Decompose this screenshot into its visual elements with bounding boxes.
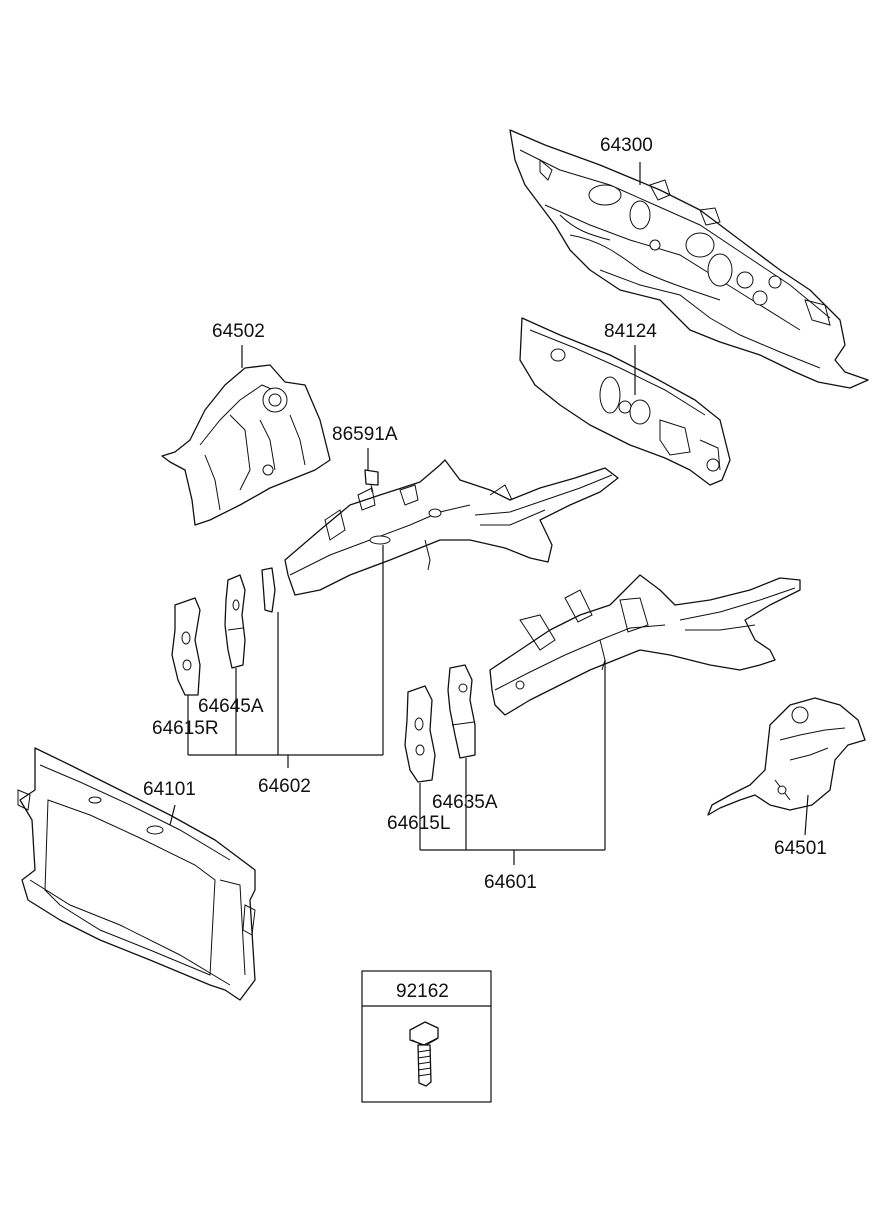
label-84124: 84124 [604,321,657,342]
leader-lines [169,162,809,865]
side-member-64601 [489,574,801,716]
fender-apron-64501 [707,697,866,816]
part-labels: 64300 84124 64502 86591A 64645A 64615R 6… [143,135,827,893]
bracket-64645A [224,574,246,669]
label-64300: 64300 [600,135,653,156]
label-64635A: 64635A [432,792,498,813]
label-64601: 64601 [484,872,537,893]
label-64101: 64101 [143,779,196,800]
side-member-64602 [284,459,619,596]
label-64615L: 64615L [387,813,450,834]
label-64501: 64501 [774,838,827,859]
label-64502: 64502 [212,321,265,342]
bracket-64615R [171,597,201,696]
bolt-box-92162: 92162 [361,970,492,1103]
label-86591A: 86591A [332,424,398,445]
bracket-rh-small [261,567,276,613]
dash-panel-64300 [509,129,869,389]
fender-apron-64502 [161,364,331,526]
label-64602: 64602 [258,776,311,797]
label-64615R: 64615R [152,718,219,739]
label-64645A: 64645A [198,696,264,717]
carrier-64101 [17,747,256,1001]
dash-insulator-84124 [519,317,731,486]
bracket-64615L [404,685,436,783]
bracket-64635A [447,664,476,759]
flange-bolt-icon [409,1021,439,1087]
label-92162: 92162 [396,981,449,1002]
